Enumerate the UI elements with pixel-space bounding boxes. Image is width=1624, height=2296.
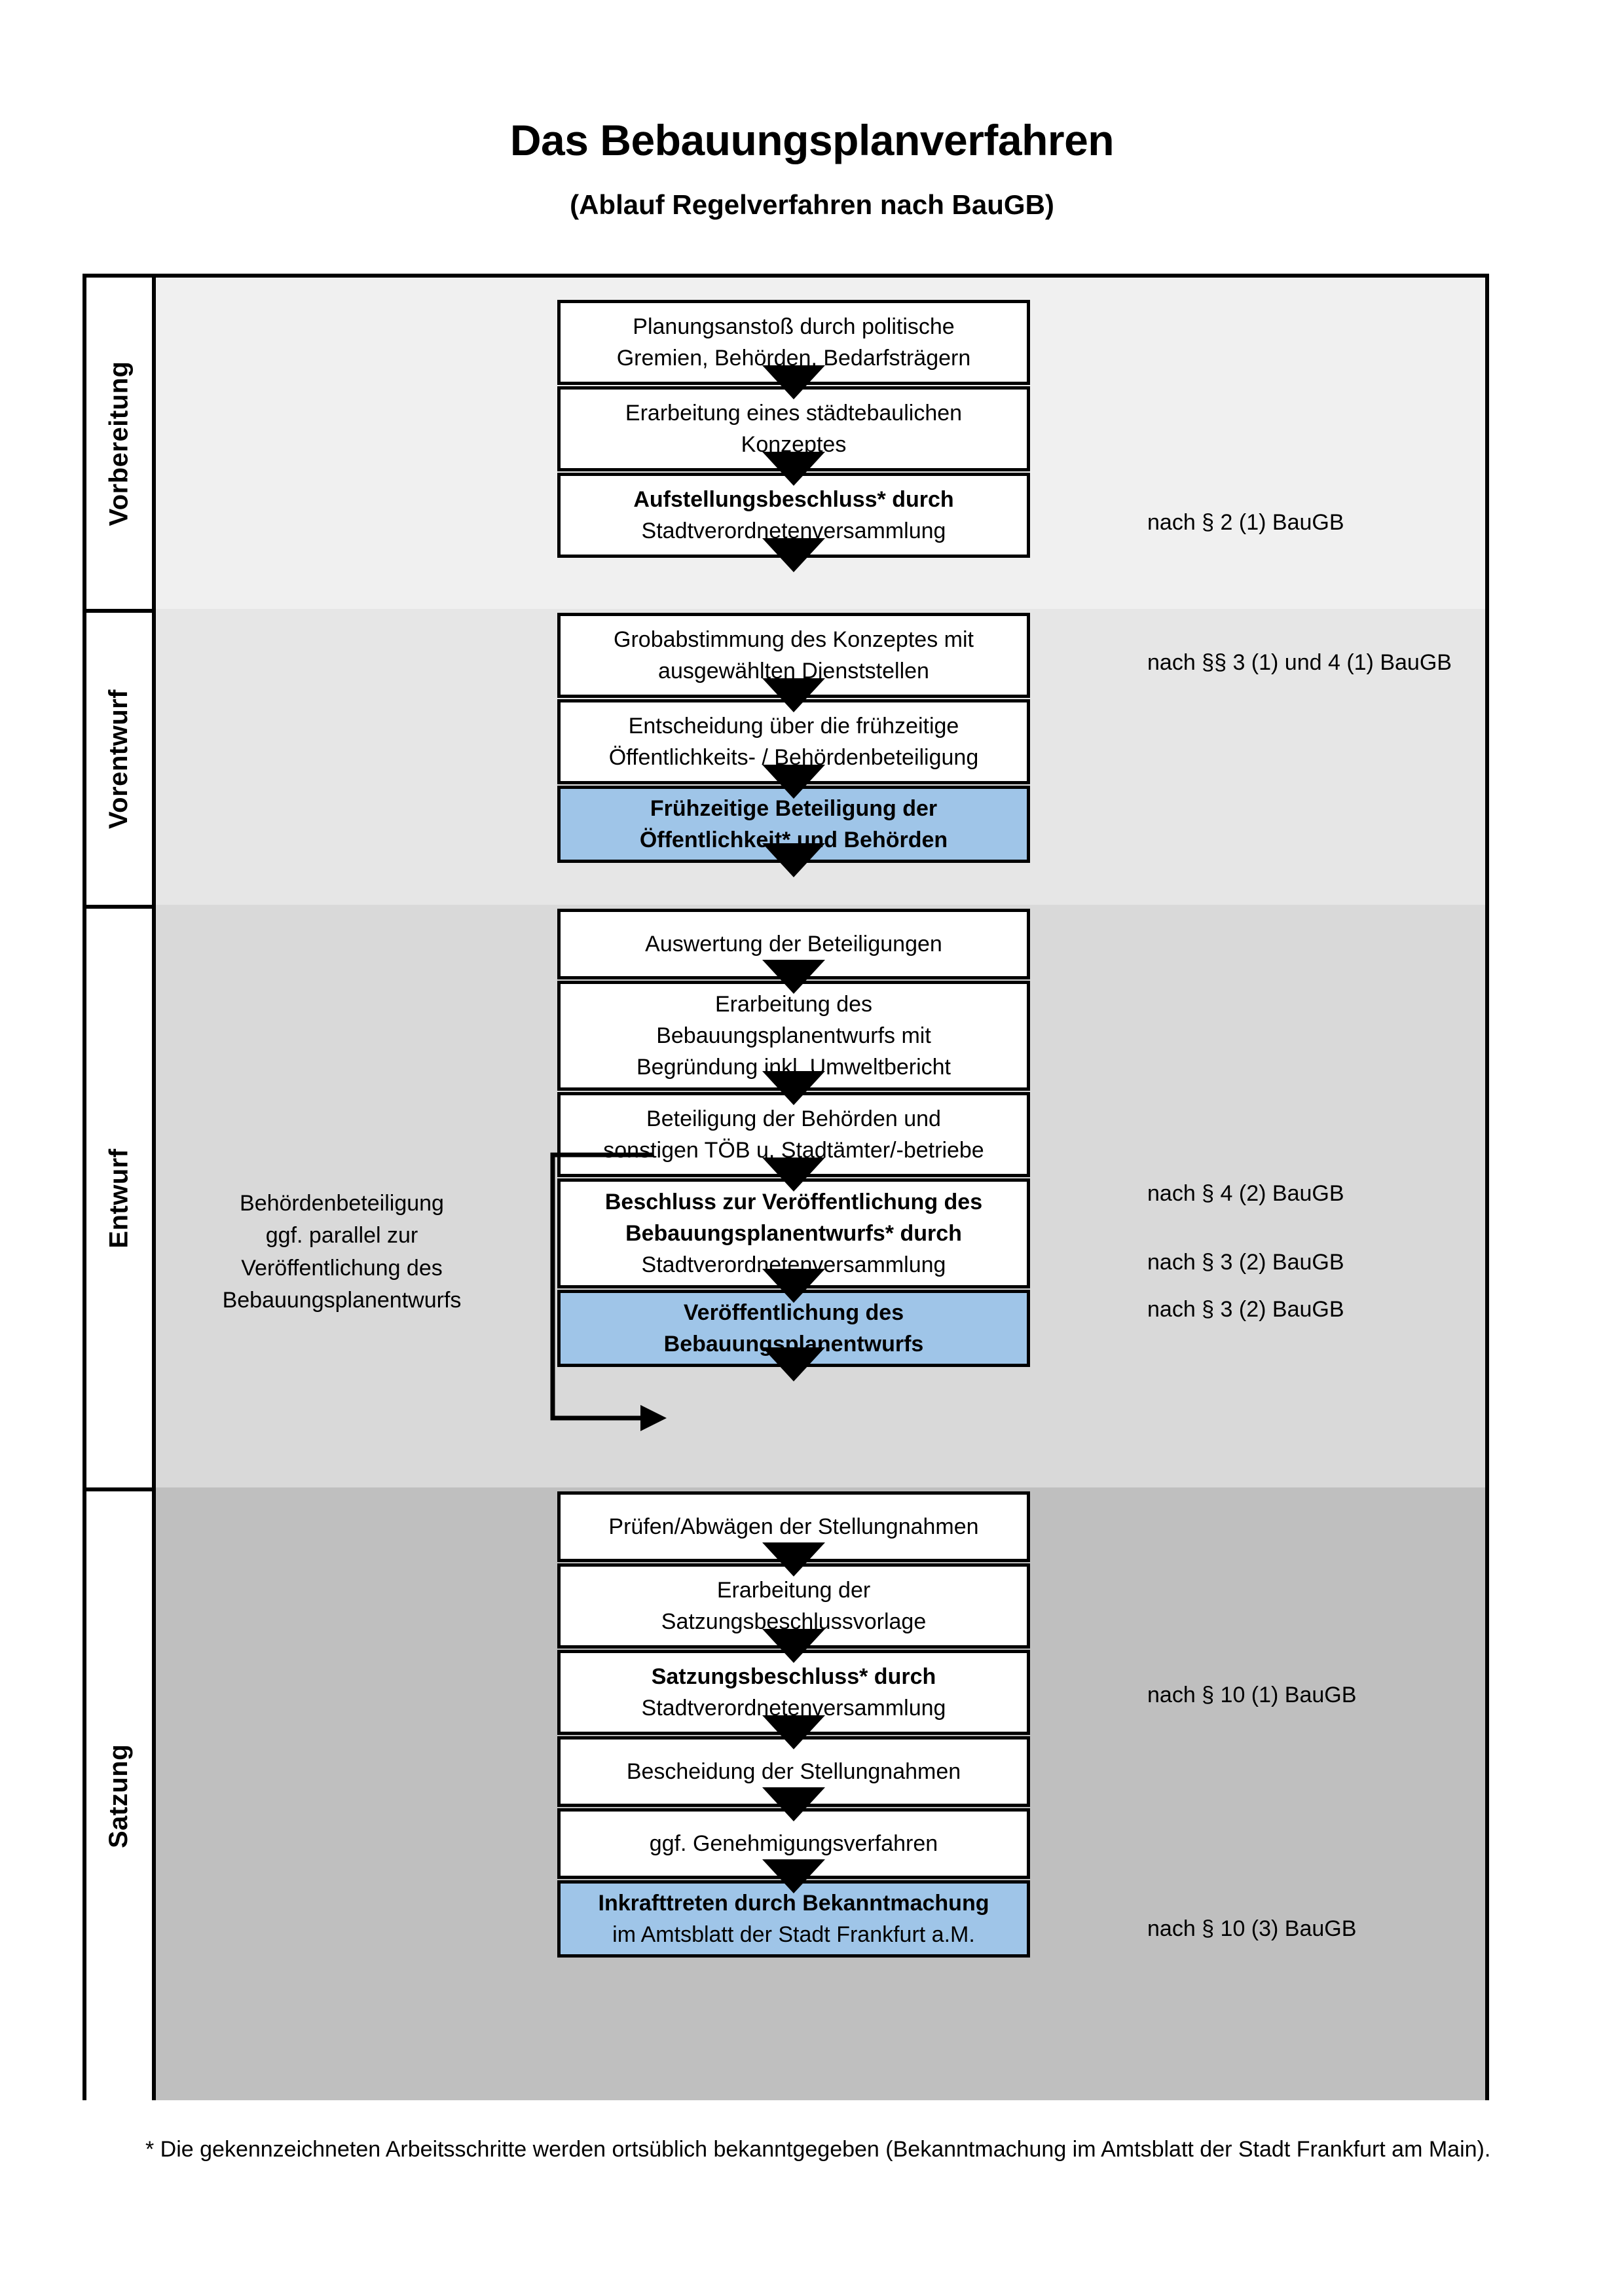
step-erarbeitung-satzungsvorlage-line-1: Erarbeitung der [716, 1577, 871, 1603]
ref-satzungsbeschluss: nach § 10 (1) BauGB [1147, 1683, 1357, 1707]
phase-rail: Vorbereitung Vorentwurf Entwurf Satzung [86, 278, 156, 2100]
phase-label-entwurf: Entwurf [104, 1148, 134, 1248]
ref-beschluss-veroeffentlichung: nach § 3 (2) BauGB [1147, 1250, 1344, 1275]
step-fruehzeitige-beteiligung-line-1: Frühzeitige Beteiligung der [650, 795, 938, 821]
arrow-erarbeitung-satzung-to-satzungsbeschluss [762, 1629, 825, 1663]
side-note-line-3: Veröffentlichung des [241, 1255, 443, 1281]
arrow-veroeffentlichung-to-pruefen [762, 1347, 825, 1381]
step-entscheidung-fruehzeitige-line-1: Entscheidung über die frühzeitige [628, 713, 959, 738]
step-bescheidung-stellungnahmen-line-1: Bescheidung der Stellungnahmen [626, 1758, 961, 1784]
step-staedtebauliches-konzept-line-1: Erarbeitung eines städtebaulichen [625, 400, 963, 426]
step-inkrafttreten-line-1: Inkrafttreten durch Bekanntmachung [598, 1890, 989, 1916]
arrow-bescheidung-to-genehmigung [762, 1787, 825, 1821]
phase-label-vorbereitung: Vorbereitung [104, 361, 134, 526]
phase-label-vorentwurf: Vorentwurf [104, 689, 134, 829]
page-subtitle: (Ablauf Regelverfahren nach BauGB) [570, 189, 1054, 221]
step-planungsanstoss-line-1: Planungsanstoß durch politische [633, 314, 955, 339]
step-inkrafttreten[interactable]: Inkrafttreten durch Bekanntmachung im Am… [557, 1880, 1030, 1958]
ref-inkrafttreten: nach § 10 (3) BauGB [1147, 1916, 1357, 1941]
step-beschluss-veroeffentlichung-line-2: Bebauungsplanentwurfs* durch [625, 1220, 962, 1246]
step-erarbeitung-bplanentwurf-line-1: Erarbeitung des [714, 991, 873, 1017]
step-veroeffentlichung-bplanentwurf-line-1: Veröffentlichung des [683, 1300, 904, 1325]
arrow-genehmigung-to-inkrafttreten [762, 1859, 825, 1893]
page-title: Das Bebauungsplanverfahren [509, 116, 1115, 164]
bracket-connector-arrow [550, 1152, 667, 1431]
step-inkrafttreten-line-2: im Amtsblatt der Stadt Frankfurt a.M. [612, 1922, 975, 1947]
side-note-line-2: ggf. parallel zur [265, 1223, 418, 1248]
step-satzungsbeschluss-line-1: Satzungsbeschluss* durch [651, 1664, 936, 1689]
title-block: Das Bebauungsplanverfahren (Ablauf Regel… [0, 116, 1624, 221]
side-note-behoerdenbeteiligung: Behördenbeteiligung ggf. parallel zur Ve… [185, 1188, 499, 1317]
arrow-beteiligung-toeb-to-beschluss [762, 1157, 825, 1192]
phase-cell-vorentwurf: Vorentwurf [86, 609, 152, 905]
arrow-auswertung-to-erarbeitung [762, 960, 825, 994]
step-genehmigungsverfahren-line-1: ggf. Genehmigungsverfahren [649, 1831, 938, 1856]
arrow-entscheidung-to-fruehzeitige-beteiligung [762, 765, 825, 799]
ref-aufstellungsbeschluss: nach § 2 (1) BauGB [1147, 510, 1344, 535]
phase-cell-satzung: Satzung [86, 1487, 152, 2100]
arrow-erarbeitung-to-beteiligung-toeb [762, 1071, 825, 1105]
ref-fruehzeitige-beteiligung: nach §§ 3 (1) und 4 (1) BauGB [1147, 650, 1452, 675]
phase-label-satzung: Satzung [104, 1743, 134, 1848]
arrow-grobabstimmung-to-entscheidung [762, 678, 825, 712]
step-pruefen-abwaegen-line-1: Prüfen/Abwägen der Stellungnahmen [608, 1514, 979, 1539]
step-aufstellungsbeschluss-line-1: Aufstellungsbeschluss* durch [633, 486, 954, 512]
arrow-satzungsbeschluss-to-bescheidung [762, 1715, 825, 1749]
ref-behoerdenbeteiligung: nach § 4 (2) BauGB [1147, 1181, 1344, 1206]
arrow-pruefen-to-erarbeitung-satzung [762, 1542, 825, 1576]
side-note-line-1: Behördenbeteiligung [240, 1191, 444, 1216]
arrow-planungsanstoss-to-konzept [762, 365, 825, 399]
step-beschluss-veroeffentlichung-line-1: Beschluss zur Veröffentlichung des [604, 1189, 983, 1214]
ref-veroeffentlichung: nach § 3 (2) BauGB [1147, 1297, 1344, 1322]
step-beteiligung-behoerden-toeb[interactable]: Beteiligung der Behörden und sonstigen T… [557, 1092, 1030, 1177]
phase-cell-entwurf: Entwurf [86, 905, 152, 1487]
arrow-fruehzeitige-beteiligung-to-auswertung [762, 843, 825, 877]
step-auswertung-beteiligungen[interactable]: Auswertung der Beteiligungen [557, 909, 1030, 979]
step-beteiligung-behoerden-toeb-line-1: Beteiligung der Behörden und [646, 1106, 941, 1131]
step-auswertung-beteiligungen-line-1: Auswertung der Beteiligungen [645, 931, 942, 957]
arrow-beschluss-to-veroeffentlichung [762, 1269, 825, 1303]
footnote: * Die gekennzeichneten Arbeitsschritte w… [145, 2137, 1491, 2162]
phase-cell-vorbereitung: Vorbereitung [86, 278, 152, 609]
arrow-konzept-to-aufstellungsbeschluss [762, 452, 825, 486]
step-grobabstimmung-line-1: Grobabstimmung des Konzeptes mit [614, 627, 974, 652]
flowchart-frame: Vorbereitung Vorentwurf Entwurf Satzung … [83, 274, 1489, 2100]
arrow-aufstellungsbeschluss-to-grobabstimmung [762, 538, 825, 572]
step-erarbeitung-bplanentwurf-line-2: Bebauungsplanentwurfs mit [656, 1023, 931, 1048]
side-note-line-4: Bebauungsplanentwurfs [222, 1287, 462, 1313]
